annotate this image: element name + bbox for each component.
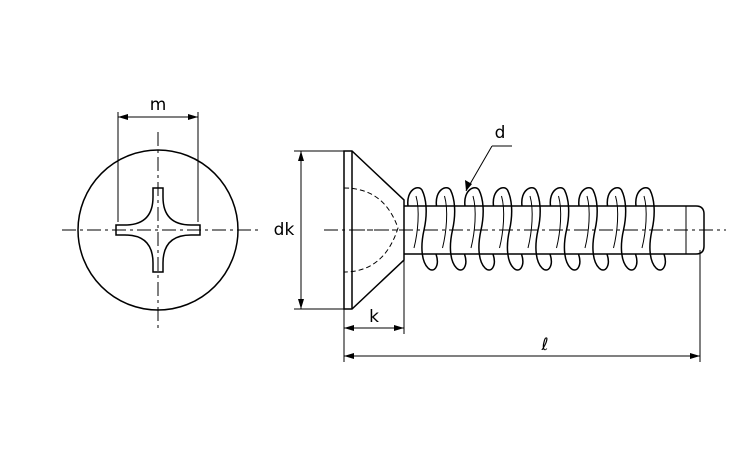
m-arrow-right bbox=[188, 114, 198, 120]
head-top-view: m bbox=[62, 95, 258, 332]
dk-arrow-bottom bbox=[298, 299, 304, 309]
thread-flight bbox=[549, 186, 581, 271]
length-arrow-left bbox=[344, 353, 354, 359]
thread-shading bbox=[641, 195, 647, 249]
thread-flight bbox=[635, 186, 667, 271]
screw-side-view: d dk k ℓ bbox=[274, 123, 726, 362]
thread-shading bbox=[584, 195, 590, 249]
m-arrow-left bbox=[118, 114, 128, 120]
thread-flight bbox=[578, 186, 610, 271]
length-dimension: ℓ bbox=[343, 250, 701, 362]
k-label: k bbox=[369, 307, 379, 327]
dk-label: dk bbox=[274, 220, 295, 240]
k-dimension: k bbox=[343, 260, 405, 334]
screw-tip bbox=[672, 205, 705, 255]
length-label: ℓ bbox=[540, 335, 548, 355]
thread-shading bbox=[556, 195, 562, 249]
recess-hidden-lines bbox=[343, 187, 399, 273]
m-label: m bbox=[150, 95, 167, 115]
thread-flight bbox=[464, 186, 496, 271]
k-arrow-left bbox=[344, 325, 354, 331]
thread-shading bbox=[470, 195, 476, 249]
k-arrow-right bbox=[394, 325, 404, 331]
thread-shading bbox=[499, 195, 505, 249]
thread-flight bbox=[492, 186, 524, 271]
d-label: d bbox=[495, 123, 506, 143]
thread-flights bbox=[407, 186, 667, 271]
d-callout: d bbox=[465, 123, 512, 192]
thread-shading bbox=[527, 195, 533, 249]
thread-shading bbox=[413, 195, 419, 249]
thread-shading bbox=[442, 195, 448, 249]
dk-dimension: dk bbox=[274, 150, 344, 310]
thread-flight bbox=[606, 186, 638, 271]
phillips-recess bbox=[115, 187, 201, 273]
thread-flight bbox=[521, 186, 553, 271]
length-arrow-right bbox=[690, 353, 700, 359]
dk-arrow-top bbox=[298, 151, 304, 161]
d-leader-arrow bbox=[465, 180, 472, 191]
thread-flight bbox=[407, 186, 439, 271]
thread-shading bbox=[613, 195, 619, 249]
thread-flight bbox=[435, 186, 467, 271]
